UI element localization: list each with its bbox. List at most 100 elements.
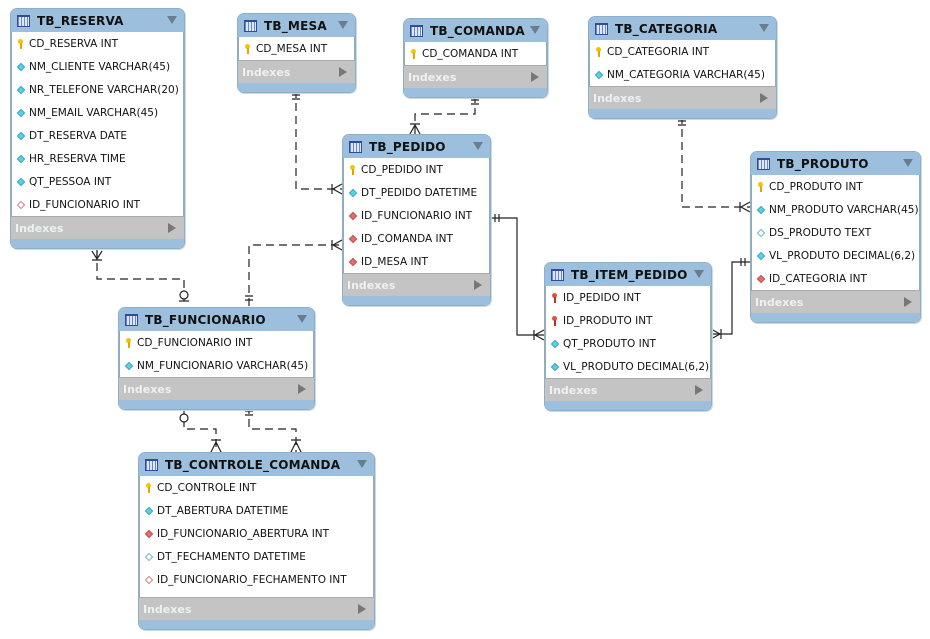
table-header[interactable]: TB_CONTROLE_COMANDA xyxy=(139,453,374,476)
expand-arrow-icon[interactable] xyxy=(695,385,703,395)
table-icon xyxy=(410,24,423,37)
column-row[interactable]: DT_PEDIDO DATETIME xyxy=(344,181,489,204)
column-row[interactable]: CD_MESA INT xyxy=(239,37,354,60)
column-row[interactable]: VL_PRODUTO DECIMAL(6,2) xyxy=(752,244,919,267)
indexes-section[interactable]: Indexes xyxy=(404,65,547,88)
relationship-comanda-pedido[interactable] xyxy=(409,95,479,135)
table-tb-mesa[interactable]: TB_MESA CD_MESA INT Indexes xyxy=(237,13,356,93)
relationship-pedido-item-pedido[interactable] xyxy=(490,214,545,341)
column-label: ID_MESA INT xyxy=(361,255,428,268)
table-footer xyxy=(119,400,314,409)
column-label: NR_TELEFONE VARCHAR(20) xyxy=(29,83,179,96)
table-header[interactable]: TB_CATEGORIA xyxy=(589,17,776,40)
column-row[interactable]: CD_PRODUTO INT xyxy=(752,175,919,198)
table-tb-produto[interactable]: TB_PRODUTO CD_PRODUTO INT NM_PRODUTO VAR… xyxy=(750,151,921,323)
collapse-arrow-icon[interactable] xyxy=(357,460,367,468)
column-row[interactable]: CD_RESERVA INT xyxy=(12,32,183,55)
relationship-categoria-produto[interactable] xyxy=(678,116,751,213)
table-tb-funcionario[interactable]: TB_FUNCIONARIO CD_FUNCIONARIO INT NM_FUN… xyxy=(118,307,315,410)
column-row[interactable]: ID_FUNCIONARIO INT xyxy=(344,204,489,227)
table-icon xyxy=(125,313,138,326)
column-row[interactable]: CD_CATEGORIA INT xyxy=(590,40,775,63)
indexes-section[interactable]: Indexes xyxy=(545,378,711,401)
table-header[interactable]: TB_COMANDA xyxy=(404,19,547,42)
table-tb-reserva[interactable]: TB_RESERVA CD_RESERVA INT NM_CLIENTE VAR… xyxy=(10,8,185,249)
column-row[interactable]: NM_PRODUTO VARCHAR(45) xyxy=(752,198,919,221)
expand-arrow-icon[interactable] xyxy=(339,67,347,77)
table-tb-comanda[interactable]: TB_COMANDA CD_COMANDA INT Indexes xyxy=(403,18,548,98)
table-tb-categoria[interactable]: TB_CATEGORIA CD_CATEGORIA INT NM_CATEGOR… xyxy=(588,16,777,119)
collapse-arrow-icon[interactable] xyxy=(167,16,177,24)
indexes-section[interactable]: Indexes xyxy=(751,290,920,313)
indexes-section[interactable]: Indexes xyxy=(238,60,355,83)
expand-arrow-icon[interactable] xyxy=(358,604,366,614)
column-row[interactable]: DT_FECHAMENTO DATETIME xyxy=(140,545,373,568)
relationship-funcionario-reserva[interactable] xyxy=(91,250,189,306)
column-row[interactable]: CD_FUNCIONARIO INT xyxy=(120,331,313,354)
collapse-arrow-icon[interactable] xyxy=(473,142,483,150)
expand-arrow-icon[interactable] xyxy=(298,384,306,394)
not-null-column-icon xyxy=(124,361,134,371)
expand-arrow-icon[interactable] xyxy=(168,223,176,233)
column-row[interactable]: DS_PRODUTO TEXT xyxy=(752,221,919,244)
indexes-section[interactable]: Indexes xyxy=(139,597,374,620)
nullable-foreign-key-icon xyxy=(144,575,154,585)
relationship-mesa-pedido[interactable] xyxy=(292,90,343,195)
table-tb-pedido[interactable]: TB_PEDIDO CD_PEDIDO INT DT_PEDIDO DATETI… xyxy=(342,134,491,306)
column-row[interactable]: NM_EMAIL VARCHAR(45) xyxy=(12,101,183,124)
column-row[interactable]: CD_CONTROLE INT xyxy=(140,476,373,499)
table-tb-controle-comanda[interactable]: TB_CONTROLE_COMANDA CD_CONTROLE INT DT_A… xyxy=(138,452,375,630)
table-tb-item-pedido[interactable]: TB_ITEM_PEDIDO ID_PEDIDO INT ID_PRODUTO … xyxy=(544,262,712,411)
collapse-arrow-icon[interactable] xyxy=(530,26,540,34)
collapse-arrow-icon[interactable] xyxy=(694,270,704,278)
column-row[interactable]: ID_FUNCIONARIO_FECHAMENTO INT xyxy=(140,568,373,591)
column-row[interactable]: ID_FUNCIONARIO INT xyxy=(12,193,183,216)
column-row[interactable]: NR_TELEFONE VARCHAR(20) xyxy=(12,78,183,101)
table-icon xyxy=(551,268,564,281)
relationship-funcionario-controle-2[interactable] xyxy=(245,406,302,453)
column-row[interactable]: ID_PRODUTO INT xyxy=(546,309,710,332)
relationship-produto-item-pedido[interactable] xyxy=(710,258,750,340)
collapse-arrow-icon[interactable] xyxy=(903,159,913,167)
indexes-section[interactable]: Indexes xyxy=(343,273,490,296)
expand-arrow-icon[interactable] xyxy=(904,297,912,307)
table-header[interactable]: TB_MESA xyxy=(238,14,355,37)
column-label: DT_RESERVA DATE xyxy=(29,129,128,142)
indexes-section[interactable]: Indexes xyxy=(119,377,314,400)
column-row[interactable]: NM_CATEGORIA VARCHAR(45) xyxy=(590,63,775,86)
primary-foreign-key-icon xyxy=(550,315,560,326)
expand-arrow-icon[interactable] xyxy=(760,93,768,103)
column-row[interactable]: CD_PEDIDO INT xyxy=(344,158,489,181)
indexes-section[interactable]: Indexes xyxy=(11,216,184,239)
column-row[interactable]: DT_ABERTURA DATETIME xyxy=(140,499,373,522)
indexes-section[interactable]: Indexes xyxy=(589,86,776,109)
table-header[interactable]: TB_ITEM_PEDIDO xyxy=(545,263,711,286)
table-header[interactable]: TB_FUNCIONARIO xyxy=(119,308,314,331)
column-row[interactable]: ID_COMANDA INT xyxy=(344,227,489,250)
column-row[interactable]: ID_FUNCIONARIO_ABERTURA INT xyxy=(140,522,373,545)
indexes-label: Indexes xyxy=(549,383,598,397)
collapse-arrow-icon[interactable] xyxy=(759,24,769,32)
column-row[interactable]: HR_RESERVA TIME xyxy=(12,147,183,170)
collapse-arrow-icon[interactable] xyxy=(297,315,307,323)
table-header[interactable]: TB_RESERVA xyxy=(11,9,184,32)
column-row[interactable]: ID_CATEGORIA INT xyxy=(752,267,919,290)
relationship-funcionario-controle-1[interactable] xyxy=(179,406,222,453)
table-header[interactable]: TB_PEDIDO xyxy=(343,135,490,158)
column-row[interactable]: VL_PRODUTO DECIMAL(6,2) xyxy=(546,355,710,378)
column-row[interactable]: QT_PESSOA INT xyxy=(12,170,183,193)
column-row[interactable]: NM_FUNCIONARIO VARCHAR(45) xyxy=(120,354,313,377)
column-row[interactable]: QT_PRODUTO INT xyxy=(546,332,710,355)
expand-arrow-icon[interactable] xyxy=(474,280,482,290)
column-row[interactable]: DT_RESERVA DATE xyxy=(12,124,183,147)
relationship-funcionario-pedido[interactable] xyxy=(245,239,343,306)
column-row[interactable]: ID_MESA INT xyxy=(344,250,489,273)
expand-arrow-icon[interactable] xyxy=(531,72,539,82)
column-row[interactable]: NM_CLIENTE VARCHAR(45) xyxy=(12,55,183,78)
collapse-arrow-icon[interactable] xyxy=(338,21,348,29)
column-label: ID_COMANDA INT xyxy=(361,232,453,245)
column-row[interactable]: CD_COMANDA INT xyxy=(405,42,546,65)
column-row[interactable]: ID_PEDIDO INT xyxy=(546,286,710,309)
foreign-key-icon xyxy=(756,274,766,284)
table-header[interactable]: TB_PRODUTO xyxy=(751,152,920,175)
